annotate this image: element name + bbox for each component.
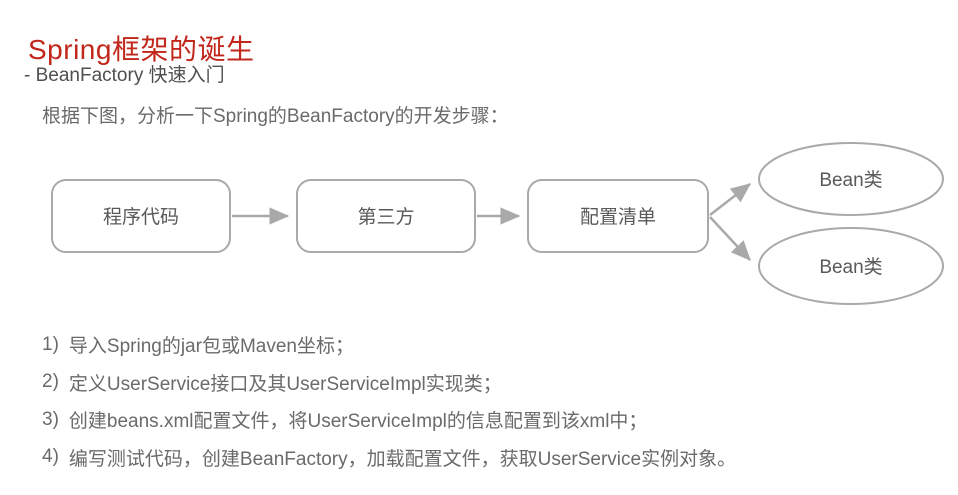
flow-box-third-party-label: 第三方 [357,206,414,228]
step-text: 导入Spring的jar包或Maven坐标； [68,336,354,358]
step-item-2: 2) 定义UserService接口及其UserServiceImpl实现类； [42,364,736,402]
flow-box-config-list-label: 配置清单 [580,206,656,228]
flow-box-program-code-label: 程序代码 [103,206,179,228]
step-item-1: 1) 导入Spring的jar包或Maven坐标； [42,326,736,364]
bean-ellipse-top: Bean类 [758,142,944,216]
arrow-config-to-bean-bottom [709,216,751,261]
flow-box-program-code: 程序代码 [51,179,231,253]
step-number: 4) [42,446,59,468]
flow-box-third-party: 第三方 [296,179,476,253]
flow-box-config-list: 配置清单 [527,179,709,253]
flow-arrows [232,183,751,261]
step-item-3: 3) 创建beans.xml配置文件，将UserServiceImpl的信息配置… [42,401,736,439]
bean-ellipse-bottom: Bean类 [758,227,944,305]
step-text: 创建beans.xml配置文件，将UserServiceImpl的信息配置到该x… [68,411,648,433]
step-text: 编写测试代码，创建BeanFactory，加载配置文件，获取UserServic… [68,448,737,470]
step-text: 定义UserService接口及其UserServiceImpl实现类； [68,373,502,395]
arrow-config-to-bean-top [709,183,751,216]
step-number: 2) [42,371,59,393]
step-item-4: 4) 编写测试代码，创建BeanFactory，加载配置文件，获取UserSer… [42,439,736,477]
step-number: 1) [42,333,59,355]
beanfactory-flow-diagram: 程序代码 第三方 配置清单 Bean类 Bean类 [51,142,944,305]
step-number: 3) [42,408,59,430]
bean-ellipse-top-label: Bean类 [819,169,882,191]
dev-steps-list: 1) 导入Spring的jar包或Maven坐标； 2) 定义UserServi… [42,326,736,476]
bean-ellipse-bottom-label: Bean类 [819,256,882,278]
section-subtitle: - BeanFactory 快速入门 [24,65,225,86]
intro-text: 根据下图，分析一下Spring的BeanFactory的开发步骤： [42,106,509,127]
page-title: Spring框架的诞生 [28,33,255,65]
